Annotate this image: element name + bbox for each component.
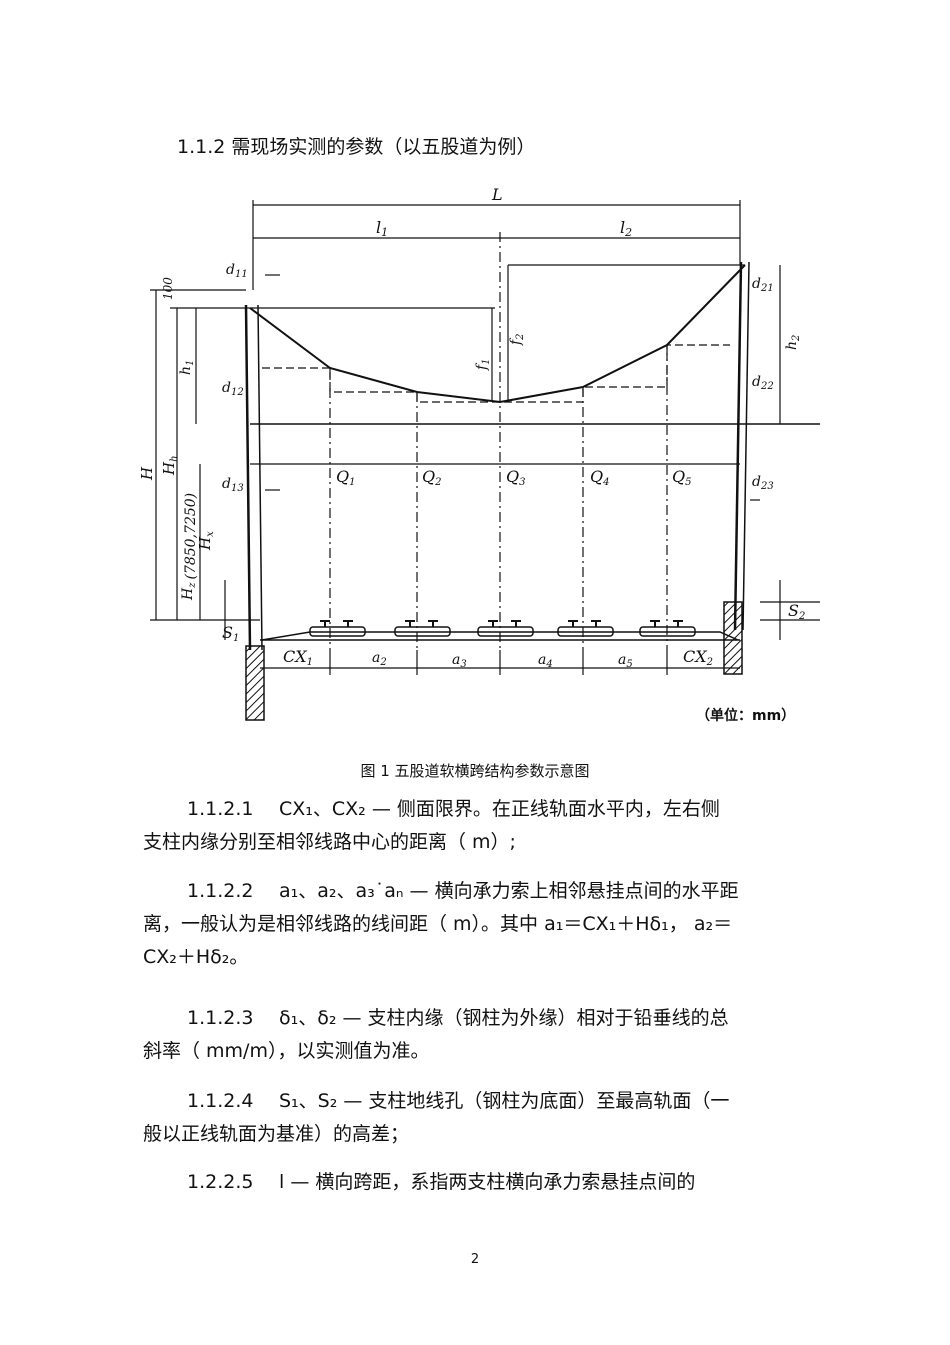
label-d12: d12 [222,380,244,398]
para-text: 离，一般认为是相邻线路的线间距（ m）。其中 a₁＝CX₁＋Hδ₁， a₂＝ [143,913,733,935]
paragraph-5: 1.2.2.5 l — 横向跨距，系指两支柱横向承力索悬挂点间的 [143,1166,808,1199]
label-Q4: Q4 [590,467,610,488]
label-CX1: CX1 [283,647,313,668]
label-Q2: Q2 [422,467,442,488]
label-100: 100 [161,277,175,300]
label-Hh: Hh [160,455,180,476]
para-text: S₁、S₂ — 支柱地线孔（钢柱为底面）至最高轨面（一 [279,1090,730,1112]
para-text: 般以正线轨面为基准）的高差； [143,1123,410,1145]
para-text: 支柱内缘分别至相邻线路中心的距离（ m）; [143,831,516,853]
label-Hz: Hz(7850,7250) [180,493,199,601]
unit-label: （单位：mm） [696,707,795,724]
label-h2: h2 [784,335,802,350]
label-Q1: Q1 [336,467,356,488]
label-f2: f2 [508,333,526,346]
label-d13: d13 [222,476,244,494]
para-text: a₁、a₂、a₃˙aₙ — 横向承力索上相邻悬挂点间的水平距 [279,880,739,902]
label-a5: a5 [618,652,633,670]
para-number: 1.1.2.2 [187,880,254,902]
paragraph-4: 1.1.2.4 S₁、S₂ — 支柱地线孔（钢柱为底面）至最高轨面（一 般以正线轨… [143,1085,808,1151]
label-Q5: Q5 [672,467,692,488]
label-d22: d22 [752,374,774,392]
para-number: 1.2.2.5 [187,1171,254,1193]
cross-span-diagram: L l1 l2 d11 d12 d13 d21 d22 d23 h1 h2 f1… [140,185,820,724]
label-S1: S1 [222,623,239,644]
label-d11: d11 [226,262,248,280]
para-text: 斜率（ mm/m），以实测值为准。 [143,1040,430,1062]
label-H: H [140,466,156,481]
paragraph-3: 1.1.2.3 δ₁、δ₂ — 支柱内缘（钢柱为外缘）相对于铅垂线的总 斜率（ m… [143,1002,808,1068]
para-text: l — 横向跨距，系指两支柱横向承力索悬挂点间的 [279,1171,696,1193]
label-S2: S2 [788,601,805,622]
label-f1: f1 [474,358,492,371]
figure-caption: 图 1 五股道软横跨结构参数示意图 [360,762,590,780]
label-a3: a3 [452,652,467,670]
para-number: 1.1.2.1 [187,798,254,820]
label-d21: d21 [752,276,774,294]
paragraph-2: 1.1.2.2 a₁、a₂、a₃˙aₙ — 横向承力索上相邻悬挂点间的水平距 离，… [143,875,808,974]
label-L: L [491,185,503,204]
label-Q3: Q3 [506,467,526,488]
para-text: δ₁、δ₂ — 支柱内缘（钢柱为外缘）相对于铅垂线的总 [279,1007,729,1029]
label-l2: l2 [620,218,632,239]
label-l1: l1 [376,218,388,239]
section-heading: 1.1.2 需现场实测的参数（以五股道为例） [177,136,536,158]
paragraph-1: 1.1.2.1 CX₁、CX₂ — 侧面限界。在正线轨面水平内，左右侧 支柱内缘分… [143,793,808,859]
page-number: 2 [470,1252,480,1267]
para-text: CX₁、CX₂ — 侧面限界。在正线轨面水平内，左右侧 [279,798,720,820]
label-Hx: Hx [196,531,216,551]
para-number: 1.1.2.3 [187,1007,254,1029]
label-CX2: CX2 [683,647,713,668]
label-d23: d23 [752,474,774,492]
label-a2: a2 [372,650,387,668]
para-number: 1.1.2.4 [187,1090,254,1112]
label-a4: a4 [538,652,553,670]
label-h1: h1 [178,360,196,375]
para-text: CX₂＋Hδ₂。 [143,946,249,968]
